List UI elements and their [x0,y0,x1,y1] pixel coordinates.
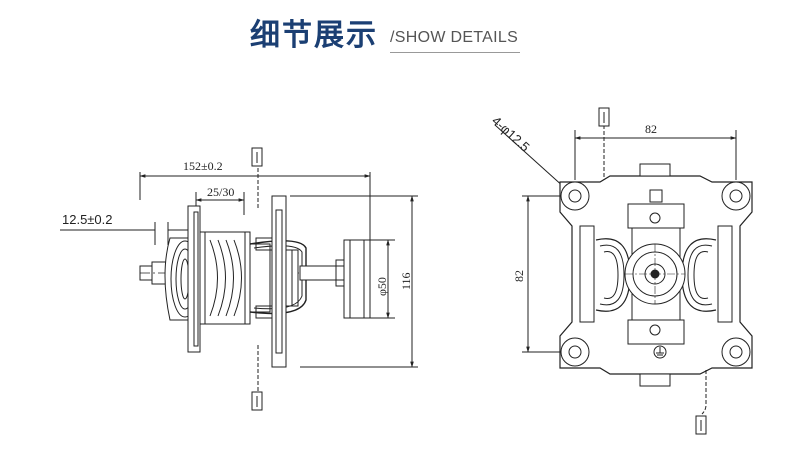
motor-front-view [494,107,753,435]
dim-length-label: 152±0.2 [183,159,223,173]
mount-hole-tr [721,181,751,211]
holes-leader [494,124,566,189]
dim-holes-label: 4-φ12.5 [489,113,533,154]
dim-height-label: 116 [399,272,413,290]
dim-diameter-label: φ50 [375,277,389,296]
header: 细节展示 /SHOW DETAILS [0,0,790,60]
motor-side-view [60,147,418,411]
bearing-plate [271,195,287,368]
mount-hole-tl [560,181,590,211]
ground-icon [653,345,667,359]
dim-offset-label: 25/30 [207,185,234,199]
page-subtitle: /SHOW DETAILS [390,29,519,46]
dim-front-height-label: 82 [512,270,526,282]
coupler [343,239,371,319]
mount-hole-bl [560,337,590,367]
dim-shaft-label: 12.5±0.2 [62,212,113,227]
mount-hole-br [721,337,751,367]
dim-width-label: 82 [645,122,657,136]
page-title: 细节展示 [250,18,378,53]
title-underline [390,52,520,53]
